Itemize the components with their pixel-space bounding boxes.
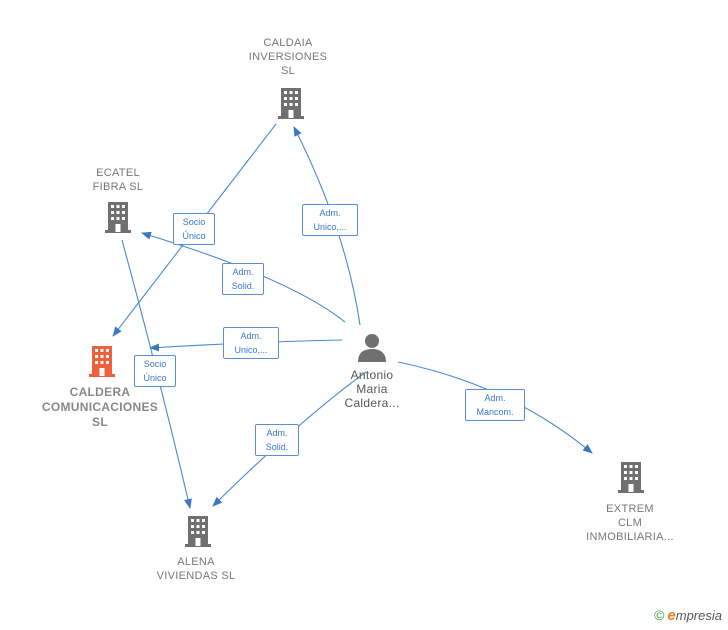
label-line: FIBRA SL	[92, 181, 144, 193]
building-icon-extrem[interactable]	[616, 460, 646, 494]
building-icon-ecatel[interactable]	[103, 200, 133, 234]
edge-label-adm-unico-caldaia[interactable]: Adm. Unico,...	[302, 204, 358, 236]
label-line: INVERSIONES	[248, 51, 328, 63]
edge-label-adm-solid-alena[interactable]: Adm. Solid.	[255, 424, 299, 456]
edge-label-socio-unico-caldaia[interactable]: Socio Único	[173, 213, 215, 245]
edge-label-line: Socio	[182, 217, 206, 227]
edge-label-line: Único	[143, 373, 167, 383]
edge-label-line: Mancom.	[476, 407, 514, 417]
label-line: CALDAIA	[263, 37, 313, 49]
brand-initial: e	[667, 607, 676, 624]
node-label-caldaia[interactable]: CALDAIA INVERSIONES SL	[238, 36, 338, 78]
label-line: VIVIENDAS SL	[156, 570, 236, 582]
building-icon-caldera[interactable]	[87, 344, 117, 378]
label-line: SL	[280, 65, 296, 77]
node-label-extrem[interactable]: EXTREM CLM INMOBILIARIA...	[578, 502, 682, 544]
edge-label-line: Unico,...	[313, 222, 347, 232]
edge-label-adm-unico-caldera[interactable]: Adm. Unico,...	[223, 327, 279, 359]
building-icon-alena[interactable]	[183, 514, 213, 548]
brand-footer[interactable]: ©empresia	[654, 607, 722, 624]
edge-label-line: Adm.	[484, 393, 506, 403]
edge-label-line: Adm.	[240, 331, 262, 341]
label-line: Maria	[356, 382, 388, 396]
node-label-antonio[interactable]: Antonio Maria Caldera...	[330, 368, 414, 410]
edge-label-line: Único	[182, 231, 206, 241]
edge-label-socio-unico-ecatel[interactable]: Socio Único	[134, 355, 176, 387]
edge-label-line: Adm.	[319, 208, 341, 218]
brand-name: mpresia	[675, 608, 722, 623]
building-icon-caldaia[interactable]	[276, 86, 306, 120]
edge-label-line: Unico,...	[234, 345, 268, 355]
person-icon[interactable]	[356, 331, 388, 363]
label-line: Caldera...	[344, 396, 400, 410]
copyright-icon: ©	[654, 607, 665, 623]
node-label-caldera[interactable]: CALDERA COMUNICACIONES SL	[32, 385, 168, 430]
label-line: CLM	[617, 517, 643, 529]
edge-label-line: Solid.	[231, 281, 255, 291]
label-line: CALDERA	[69, 385, 131, 399]
node-label-ecatel[interactable]: ECATEL FIBRA SL	[68, 166, 168, 194]
label-line: ECATEL	[96, 167, 140, 179]
edge-label-adm-mancom-extrem[interactable]: Adm. Mancom.	[465, 389, 525, 421]
edges	[112, 123, 593, 509]
label-line: ALENA	[177, 556, 215, 568]
edge-label-line: Adm.	[266, 428, 288, 438]
label-line: SL	[92, 415, 108, 429]
label-line: Antonio	[350, 368, 394, 382]
edge-label-line: Socio	[143, 359, 167, 369]
label-line: INMOBILIARIA...	[586, 531, 674, 543]
edge-label-adm-solid-ecatel[interactable]: Adm. Solid.	[222, 263, 264, 295]
label-line: EXTREM	[606, 503, 654, 515]
edge-label-line: Solid.	[265, 442, 289, 452]
label-line: COMUNICACIONES	[41, 400, 159, 414]
node-label-alena[interactable]: ALENA VIVIENDAS SL	[146, 555, 246, 583]
edge-label-line: Adm.	[232, 267, 254, 277]
